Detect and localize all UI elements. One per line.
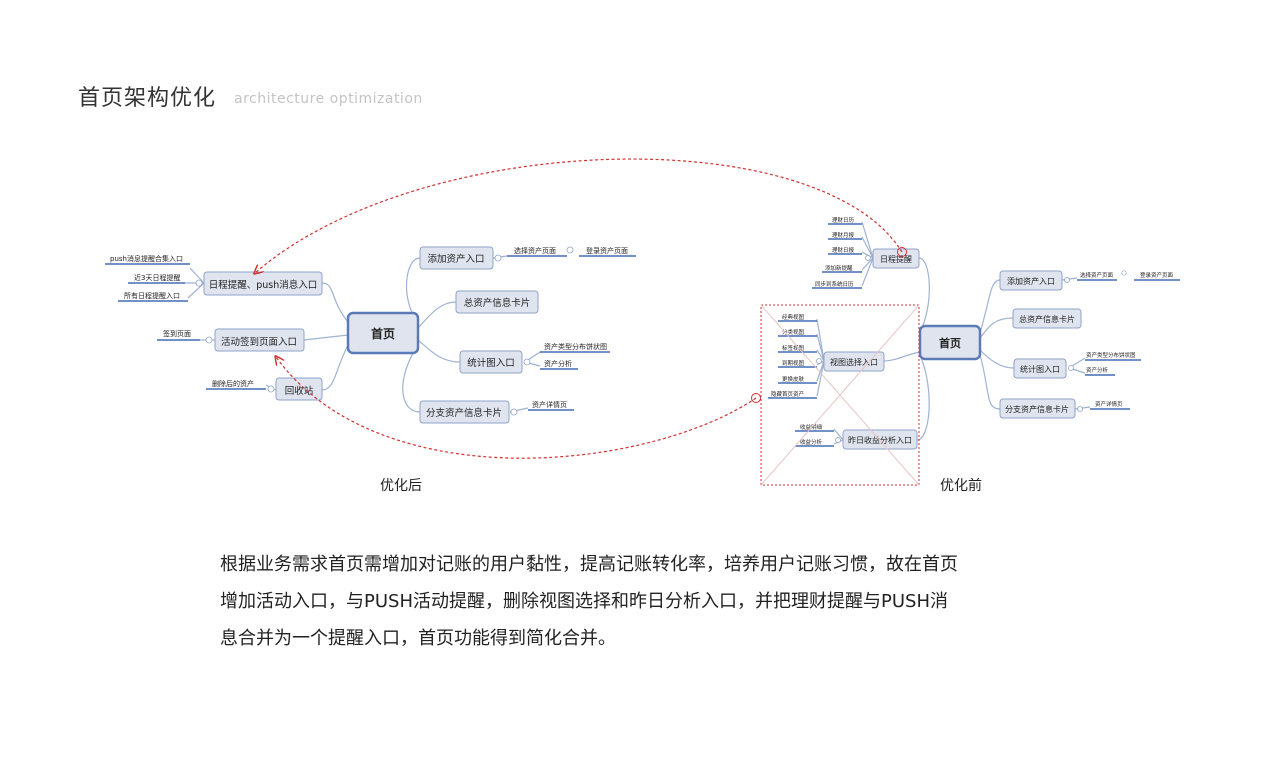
before-leaf-finance-5: 同步到系统日历: [815, 280, 854, 288]
before-node-stats-label: 统计图入口: [1020, 364, 1060, 374]
after-node-branch-card: [419, 400, 510, 424]
description-line-1: 根据业务需求首页需增加对记账的用户黏性，提高记账转化率，培养用户记账习惯，故在首…: [220, 554, 958, 575]
migration-arrow-schedule-origin: [897, 247, 907, 257]
before-leaf-add-asset-1: 选择资产页面: [1080, 271, 1114, 279]
after-leaf-schedule-3: 所有日程提醒入口: [124, 291, 180, 300]
before-node-add-asset-collapse: [1064, 277, 1070, 283]
removed-region: [760, 304, 920, 486]
after-node-checkin-collapse: [205, 336, 213, 344]
migration-arrow-schedule: [255, 158, 903, 273]
after-node-total-card-label: 总资产信息卡片: [464, 297, 531, 309]
before-leaf-finance-2: 理财月报: [832, 231, 855, 239]
after-leaf-add-asset-2: 登录资产页面: [586, 246, 628, 255]
before-leaf-view-4: 到期视图: [782, 359, 805, 367]
after-leaf-checkin-1: 签到页面: [163, 329, 191, 338]
after-leaf-branch-1: 资产详情页: [532, 400, 567, 409]
before-node-add-asset-label: 添加资产入口: [1007, 276, 1055, 286]
before-leaf-branch-1: 资产详情页: [1095, 400, 1123, 408]
after-node-add-asset-collapse: [494, 254, 502, 262]
before-node-view-collapse: [816, 358, 822, 364]
after-root-node: [346, 311, 420, 355]
before-leaf-view-6: 隐藏首页资产: [771, 390, 805, 398]
page-title: 首页架构优化: [78, 86, 217, 111]
before-leaf-view-5: 更换皮肤: [782, 375, 805, 383]
before-node-branch-card-label: 分支资产信息卡片: [1005, 404, 1069, 414]
before-leaf-finance-4: 添加新提醒: [825, 264, 853, 272]
before-node-stats-collapse: [1068, 365, 1074, 371]
before-node-total-card: [1012, 308, 1082, 329]
before-node-add-asset: [999, 270, 1063, 291]
after-node-stats: [459, 350, 523, 374]
before-node-yesterday-collapse: [835, 437, 841, 443]
before-connectors: [816, 221, 1091, 445]
after-connectors: [185, 255, 541, 413]
after-node-schedule-collapse: [195, 279, 203, 287]
description-line-3: 息合并为一个提醒入口，首页功能得到简化合并。: [220, 628, 616, 649]
before-leaf-add-asset-2: 登录资产页面: [1140, 271, 1174, 279]
before-leaf-stats-1: 资产类型分布饼状图: [1086, 351, 1136, 359]
before-node-finance-collapse: [865, 255, 871, 261]
page-subtitle: architecture optimization: [234, 91, 423, 107]
description-paragraph: 根据业务需求首页需增加对记账的用户黏性，提高记账转化率，培养用户记账习惯，故在首…: [220, 546, 1080, 657]
after-node-checkin: [214, 328, 305, 352]
before-leaf-lines: [768, 223, 1180, 447]
before-leaf-add-asset-collapse: [1121, 270, 1127, 276]
after-caption: 优化后: [380, 478, 422, 494]
after-node-checkin-label: 活动签到页面入口: [221, 336, 297, 348]
after-leaf-schedule-1: push消息提醒合集入口: [110, 254, 183, 263]
before-node-view: [823, 351, 885, 372]
after-root-label: 首页: [371, 326, 395, 341]
after-node-total-card: [455, 290, 539, 314]
before-leaf-finance-1: 理财日历: [832, 216, 855, 224]
before-leaf-finance-3: 理财日报: [832, 246, 855, 254]
before-node-stats: [1013, 358, 1067, 379]
before-leaf-view-3: 标签视图: [782, 344, 805, 352]
before-node-finance: [872, 248, 920, 269]
migration-arrow-checkin-origin: [751, 393, 761, 403]
after-node-schedule-label: 日程提醒、push消息入口: [209, 279, 318, 291]
before-leaf-yesterday-2: 收益分析: [800, 438, 823, 446]
before-caption: 优化前: [940, 478, 982, 494]
before-root-label: 首页: [939, 336, 961, 350]
before-node-yesterday: [842, 429, 918, 450]
after-leaf-add-asset-collapse: [566, 246, 574, 254]
after-node-recycle-collapse: [267, 385, 275, 393]
before-node-view-label: 视图选择入口: [830, 357, 878, 367]
after-leaf-schedule-2: 近3天日程提醒: [134, 273, 180, 282]
after-node-branch-card-label: 分支资产信息卡片: [426, 407, 502, 419]
before-leaf-view-2: 分类视图: [782, 328, 805, 336]
after-leaf-add-asset-1: 选择资产页面: [514, 246, 556, 255]
before-leaf-stats-2: 资产分析: [1086, 366, 1109, 374]
after-node-stats-collapse: [523, 358, 531, 366]
after-node-stats-label: 统计图入口: [467, 357, 515, 369]
after-leaf-lines: [105, 255, 636, 411]
after-leaf-stats-1: 资产类型分布饼状图: [544, 342, 607, 351]
after-node-recycle-label: 回收站: [285, 385, 314, 397]
after-leaf-recycle-1: 删除后的资产: [212, 379, 254, 388]
before-leaf-view-1: 经典视图: [782, 313, 805, 321]
before-root-node: [918, 324, 982, 361]
before-node-total-card-label: 总资产信息卡片: [1019, 314, 1075, 324]
before-node-branch-collapse: [1077, 406, 1083, 412]
after-node-add-asset: [419, 246, 494, 270]
migration-arrow-checkin: [276, 357, 757, 459]
description-line-2: 增加活动入口，与PUSH活动提醒，删除视图选择和昨日分析入口，并把理财提醒与PU…: [220, 591, 948, 612]
after-node-branch-collapse: [510, 408, 518, 416]
after-leaf-stats-2: 资产分析: [544, 359, 572, 368]
before-node-finance-label: 日程提醒: [880, 254, 912, 264]
before-node-branch-card: [999, 398, 1076, 419]
after-node-add-asset-label: 添加资产入口: [427, 253, 484, 265]
